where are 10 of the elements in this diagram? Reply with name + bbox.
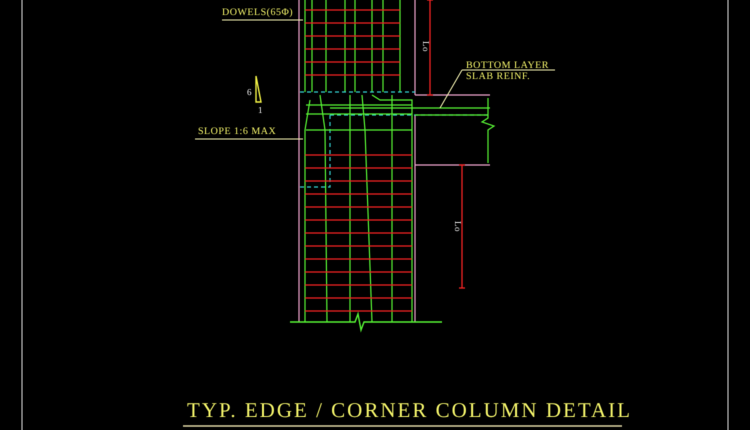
leader-line [194,138,304,140]
callout-label: DOWELS(65Φ) [222,8,294,18]
callout-label: BOTTOM LAYER SLAB REINF. [466,60,566,82]
dimension-label: Lo [453,221,462,232]
slope-ratio-number: 6 [247,88,252,97]
slope-ratio-number: 1 [258,106,263,115]
drawing-title: TYP. EDGE / CORNER COLUMN DETAIL [187,400,632,421]
callout-label: SLOPE 1:6 MAX [198,127,276,137]
dimension-label: Lo [421,41,430,52]
leader-line [440,70,556,108]
